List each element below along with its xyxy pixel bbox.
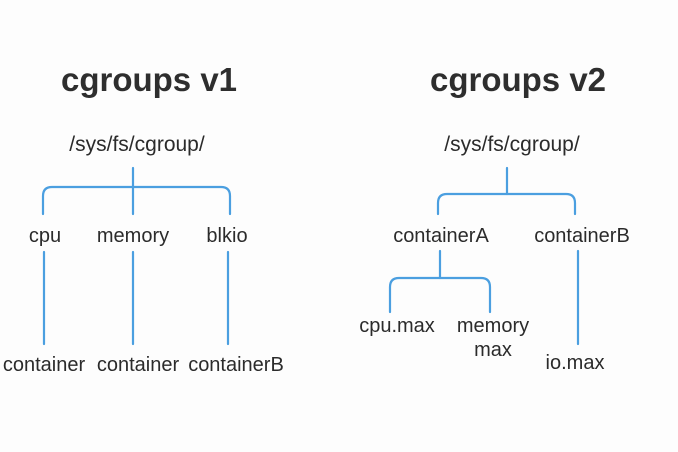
v2-containerB-label: containerB: [534, 225, 630, 247]
v2-containerA-bracket-line: [388, 276, 492, 314]
v2-io-max-label: io.max: [545, 352, 605, 374]
v1-root-path-label: /sys/fs/cgroup/: [69, 133, 205, 156]
v1-controller-cpu-label: cpu: [28, 225, 62, 247]
v1-title: cgroups v1: [60, 61, 238, 98]
v2-containerA-label: containerA: [393, 225, 489, 247]
v2-bracket-line: [436, 192, 577, 216]
v2-title: cgroups v2: [429, 61, 607, 98]
v2-root-path-label: /sys/fs/cgroup/: [444, 133, 580, 156]
v1-controller-blkio-label: blkio: [206, 225, 248, 247]
v1-controller-memory-label: memory: [96, 225, 170, 247]
v1-leaf-containerB-label: containerB: [188, 354, 284, 376]
v1-bracket-line: [41, 185, 232, 216]
v2-cpu-max-label: cpu.max: [359, 315, 435, 337]
v1-leaf-container-1-label: container: [2, 354, 86, 376]
v1-leaf-container-2-label: container: [96, 354, 180, 376]
v2-memory-max-label: memory max: [456, 315, 530, 361]
